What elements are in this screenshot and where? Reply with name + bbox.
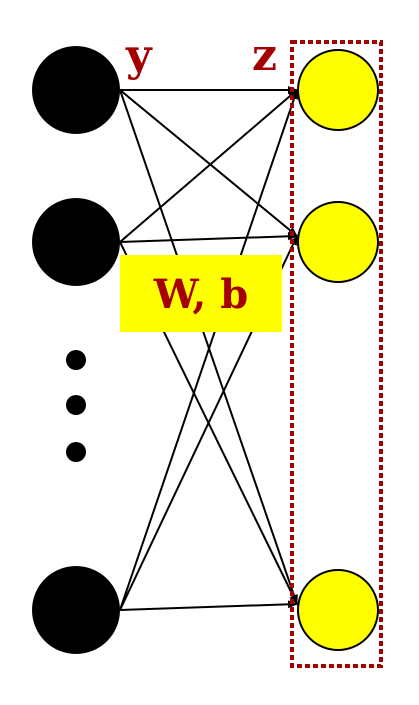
ellipsis-dot — [66, 350, 86, 370]
weights-box — [120, 255, 282, 332]
connection-edges — [119, 86, 298, 611]
edge-in2-out2 — [119, 232, 298, 243]
edge-in2-out1 — [119, 89, 298, 243]
output-node-2 — [297, 201, 379, 283]
input-layer-label: y — [125, 30, 153, 81]
output-node-3 — [297, 569, 379, 651]
vertical-ellipsis — [66, 350, 86, 462]
output-layer-selection-box — [290, 40, 383, 668]
ellipsis-dot — [66, 442, 86, 462]
edge-in3-out3 — [119, 600, 298, 611]
edge-in1-out2 — [119, 89, 298, 237]
input-node-1 — [32, 46, 120, 134]
output-node-1 — [297, 49, 379, 131]
input-node-2 — [32, 198, 120, 286]
edge-in3-out1 — [119, 89, 298, 611]
weights-label: W, b — [153, 271, 249, 318]
output-layer-label: z — [252, 30, 277, 81]
input-node-3 — [32, 566, 120, 654]
ellipsis-dot — [66, 395, 86, 415]
